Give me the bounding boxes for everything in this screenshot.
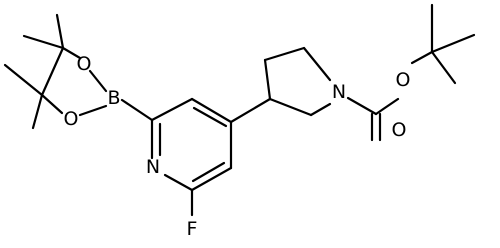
atom-carbonyl-oxygen: O bbox=[392, 119, 407, 141]
bond-c3-c4-inner bbox=[192, 106, 228, 128]
bond-c-o-lower bbox=[40, 93, 64, 115]
bond-c4-c3prime bbox=[229, 97, 272, 124]
boc-group bbox=[346, 3, 476, 142]
bond-c-c-pinacol bbox=[40, 46, 65, 97]
atom-boronate-oxygen-upper: O bbox=[77, 53, 92, 75]
bond-n-c2prime bbox=[309, 102, 332, 117]
bond-o-lower-b bbox=[78, 104, 108, 117]
bond-methyl-3 bbox=[3, 63, 44, 97]
bond-n-carbonyl-c bbox=[346, 96, 378, 116]
atom-fluorine: F bbox=[187, 218, 198, 240]
bond-c3-c4 bbox=[190, 97, 233, 124]
atom-ester-oxygen: O bbox=[396, 69, 411, 91]
bond-tbu-methyl-down bbox=[430, 50, 457, 85]
atom-pyridine-nitrogen: N bbox=[146, 156, 160, 178]
bond-carbonyl-c-ester-o bbox=[374, 97, 400, 116]
pyridine-ring bbox=[120, 97, 233, 217]
bond-c4prime-c5prime bbox=[263, 46, 306, 62]
bond-c2-c3 bbox=[150, 97, 194, 122]
bond-c3prime-c4prime bbox=[263, 58, 272, 101]
atom-pyrrolidine-nitrogen: N bbox=[332, 81, 346, 103]
bond-methyl-4 bbox=[31, 93, 44, 130]
bond-c5-c6 bbox=[190, 166, 233, 192]
bond-c5prime-n bbox=[302, 46, 332, 82]
bond-c2prime-c3prime bbox=[268, 97, 313, 117]
bond-methyl-2 bbox=[22, 34, 65, 50]
bond-tbu-methyl-right bbox=[430, 33, 476, 54]
bond-o-upper-c bbox=[61, 46, 82, 60]
pyrrolidine-ring bbox=[229, 46, 332, 124]
bond-b-o-upper bbox=[88, 69, 108, 93]
bond-b-c2 bbox=[120, 98, 154, 122]
pinacol-boronate-group bbox=[3, 13, 108, 130]
bond-c5-c6-inner bbox=[191, 161, 226, 183]
atom-labels: B O O N F N O O bbox=[64, 53, 411, 240]
bond-ester-o-tbu-c bbox=[410, 50, 434, 65]
atom-boron: B bbox=[107, 87, 120, 109]
bond-methyl-1 bbox=[55, 13, 65, 50]
bond-c6-n bbox=[163, 173, 194, 192]
atom-boronate-oxygen-lower: O bbox=[64, 108, 79, 130]
